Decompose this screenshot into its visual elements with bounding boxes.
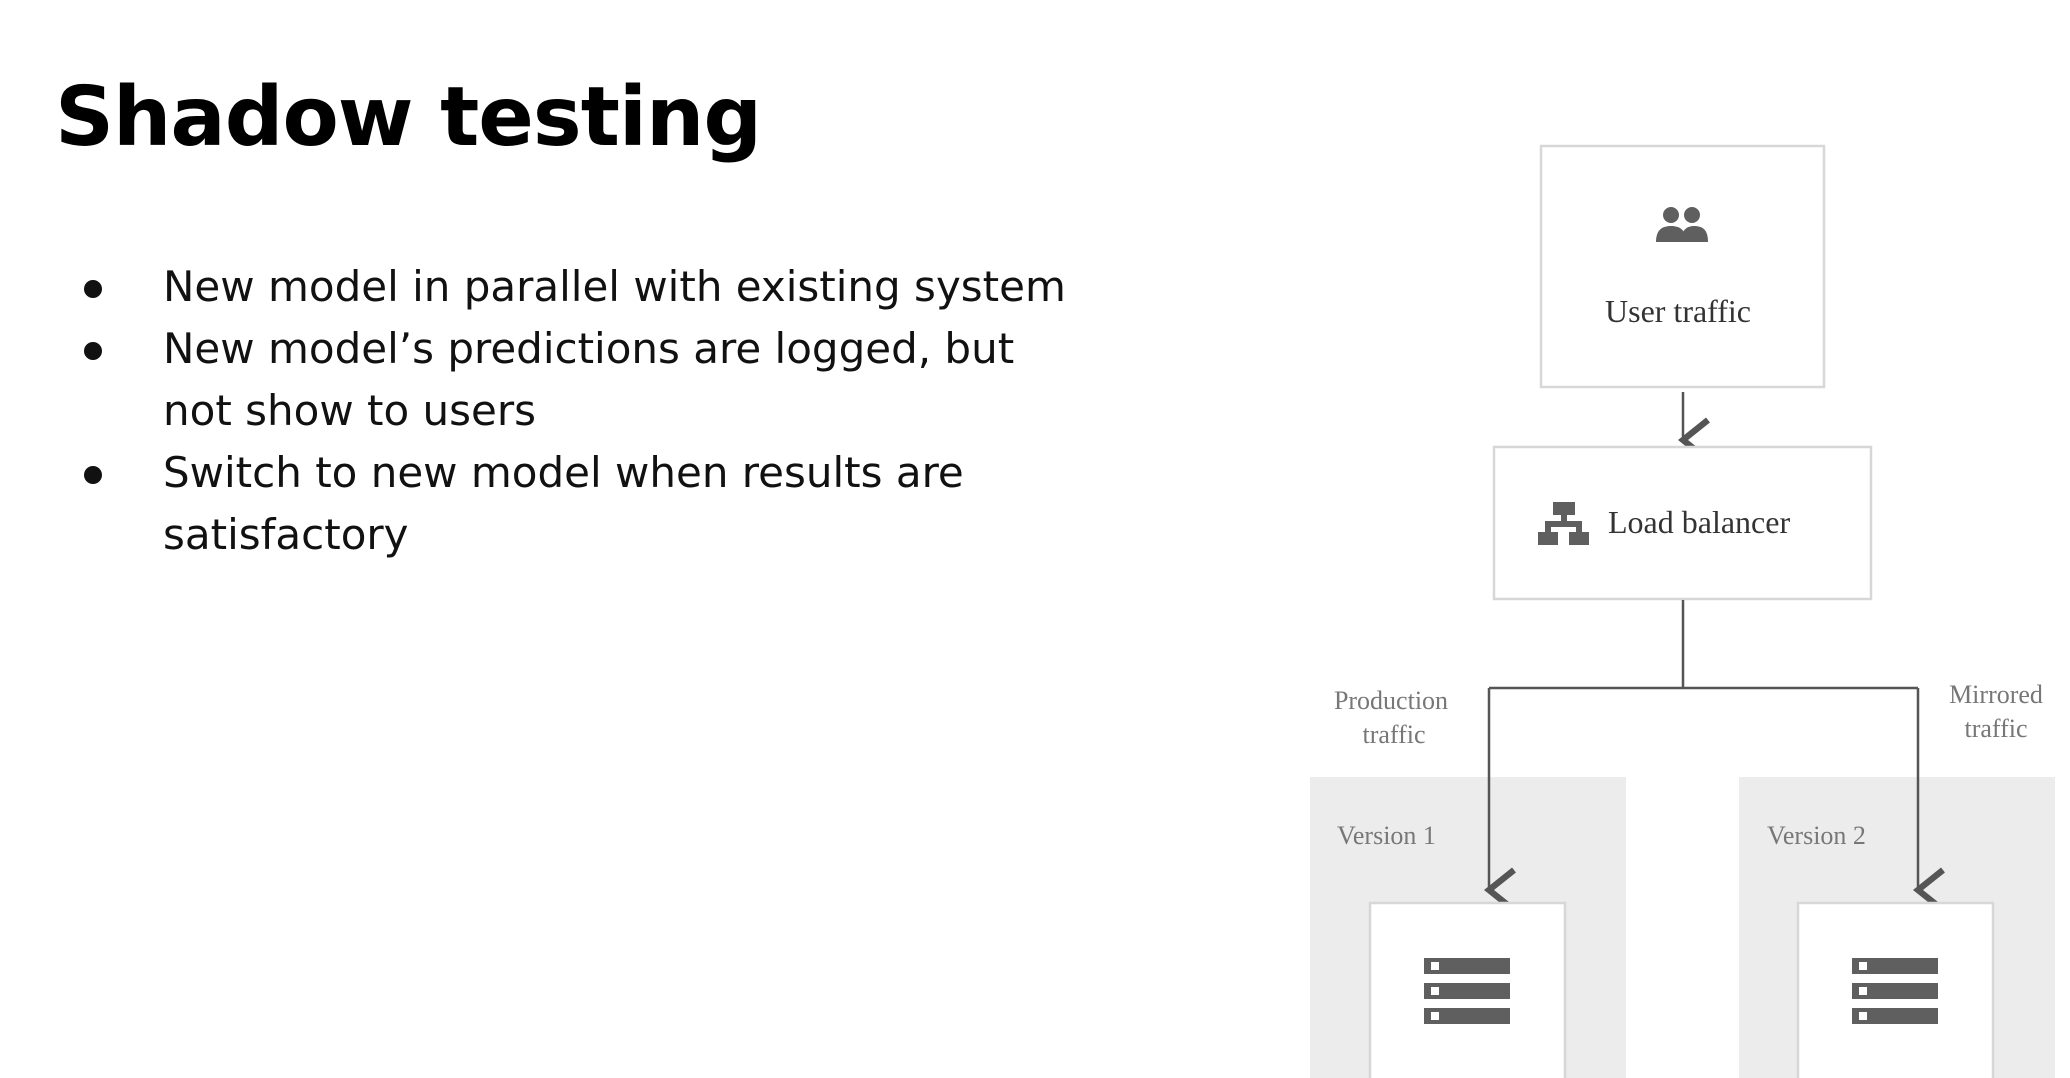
server-stack-icon [1424, 958, 1510, 1024]
network-hierarchy-icon [1538, 502, 1589, 545]
bullet-dot [84, 342, 102, 360]
traffic-split-connector [1489, 600, 1918, 690]
user-traffic-label: User traffic [1605, 293, 1751, 329]
version-1-label: Version 1 [1337, 821, 1436, 850]
bullet-item: New model in parallel with existing syst… [80, 256, 1080, 318]
bullet-dot [84, 280, 102, 298]
bullet-list: New model in parallel with existing syst… [80, 256, 1080, 566]
bullet-text: New model’s predictions are logged, but … [163, 324, 1015, 435]
mirrored-traffic-label: traffic [1964, 714, 2027, 743]
bullet-text: New model in parallel with existing syst… [163, 262, 1066, 311]
bullet-item: New model’s predictions are logged, but … [80, 318, 1083, 442]
people-icon [1656, 207, 1708, 242]
server-stack-icon [1852, 958, 1938, 1024]
production-traffic-label: Production [1334, 686, 1448, 715]
bullet-item: Switch to new model when results are sat… [80, 442, 1083, 566]
user-traffic-box [1539, 144, 1826, 389]
load-balancer-label: Load balancer [1608, 504, 1790, 540]
slide-title: Shadow testing [55, 70, 762, 165]
mirrored-traffic-label: Mirrored [1949, 680, 2043, 709]
version-2-label: Version 2 [1767, 821, 1866, 850]
bullet-dot [84, 466, 102, 484]
bullet-text: Switch to new model when results are sat… [163, 448, 964, 559]
production-traffic-label: traffic [1362, 720, 1425, 749]
